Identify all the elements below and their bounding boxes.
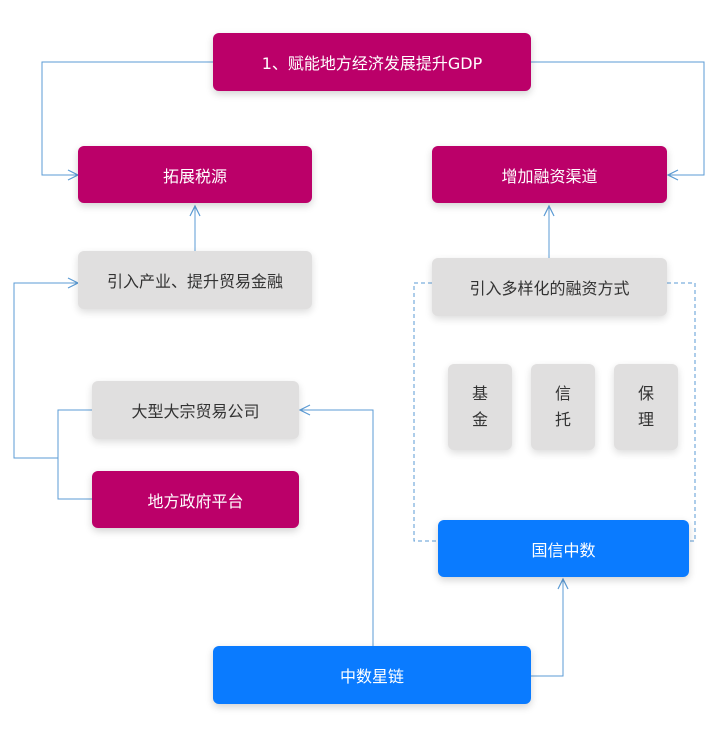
node-guoxin: 国信中数: [438, 520, 689, 577]
node-local-gov-label: 地方政府平台: [147, 491, 244, 511]
node-diversify-label: 引入多样化的融资方式: [469, 279, 630, 298]
node-trading-company-label: 大型大宗贸易公司: [131, 402, 260, 421]
node-diversify: 引入多样化的融资方式: [432, 258, 667, 316]
connector-gdp-to-channel: [531, 61, 705, 181]
dashed-financing-group: [413, 282, 696, 542]
node-guoxin-label: 国信中数: [531, 540, 596, 560]
node-fund-label-2: 金: [471, 410, 488, 429]
node-tax-label: 拓展税源: [162, 166, 227, 186]
node-factoring: 保 理: [614, 364, 678, 450]
connector-left-group-branch: [13, 277, 80, 459]
connector-zhongshu-to-guoxin: [531, 577, 569, 677]
node-industry: 引入产业、提升贸易金融: [78, 251, 312, 309]
node-trading-company: 大型大宗贸易公司: [92, 381, 299, 439]
node-trust-label-2: 托: [554, 410, 571, 429]
node-tax: 拓展税源: [78, 146, 312, 203]
connector-gdp-to-tax: [41, 61, 213, 181]
node-channel: 增加融资渠道: [432, 146, 667, 203]
connector-zhongshu-to-trading: [298, 404, 374, 646]
node-trust-label-1: 信: [554, 384, 571, 403]
node-gdp: 1、赋能地方经济发展提升GDP: [213, 33, 531, 91]
connector-left-group-to-industry: [57, 409, 92, 500]
node-zhongshu-label: 中数星链: [339, 667, 404, 686]
node-trust: 信 托: [531, 364, 595, 450]
node-channel-label: 增加融资渠道: [501, 166, 598, 186]
node-industry-label: 引入产业、提升贸易金融: [106, 272, 283, 291]
node-local-gov: 地方政府平台: [92, 471, 299, 528]
node-factoring-label-2: 理: [637, 410, 654, 429]
node-factoring-label-1: 保: [637, 384, 654, 403]
node-fund: 基 金: [448, 364, 512, 450]
node-gdp-label: 1、赋能地方经济发展提升GDP: [261, 54, 483, 73]
node-fund-label-1: 基: [471, 384, 488, 403]
node-zhongshu: 中数星链: [213, 646, 531, 704]
